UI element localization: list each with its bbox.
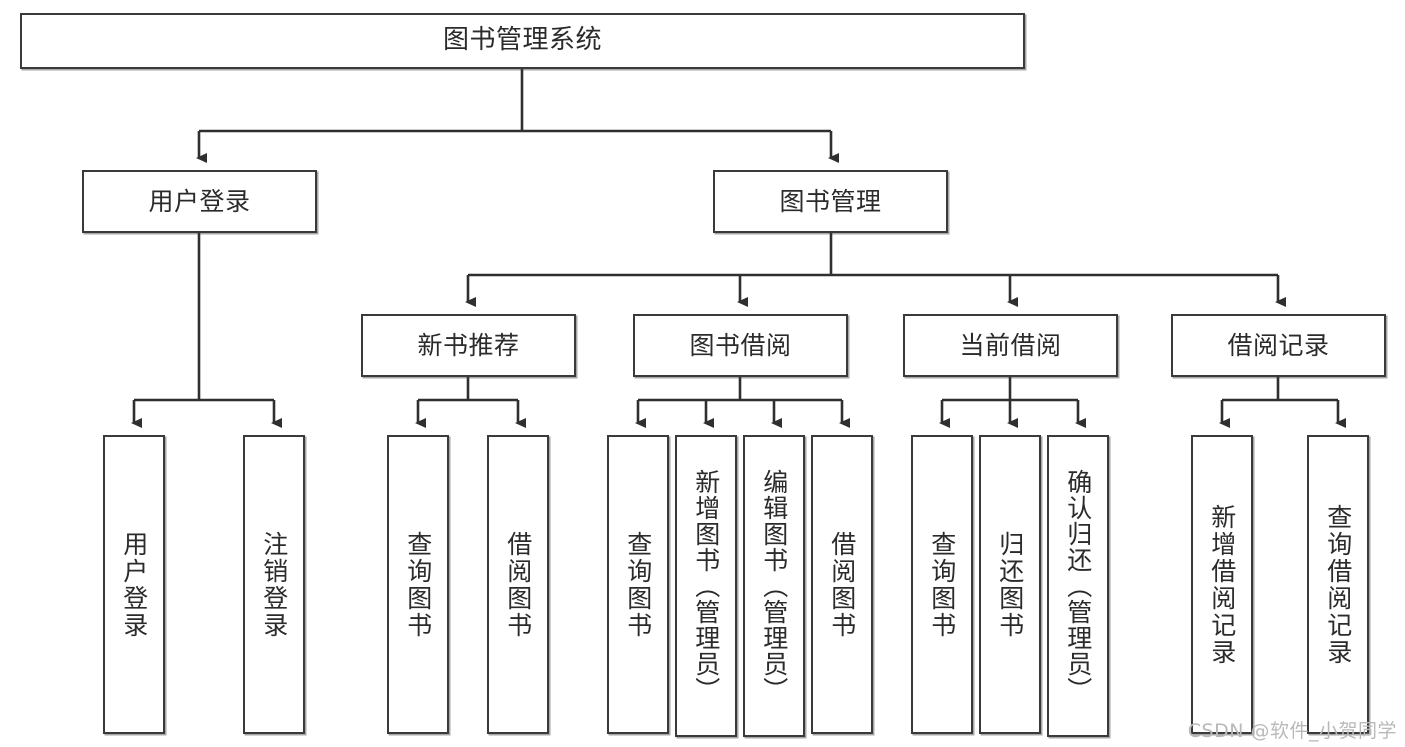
node-label: 图书管理系统 [442, 25, 602, 56]
node-label: 新增借阅记录 [1207, 503, 1237, 666]
leaf-borrow-books-borrow[interactable]: 借阅图书 [811, 435, 873, 734]
node-label: 新书推荐 [417, 330, 520, 360]
leaf-user-login[interactable]: 用户登录 [103, 435, 165, 734]
node-root-book-management-system[interactable]: 图书管理系统 [20, 13, 1025, 69]
node-label: 用户登录 [148, 186, 251, 216]
node-label: 编辑图书（管理员） [759, 469, 789, 703]
node-label: 新增图书（管理员） [691, 469, 721, 703]
node-label: 用户登录 [119, 530, 149, 639]
node-label: 借阅图书 [827, 530, 857, 639]
node-label: 确认归还（管理员） [1063, 469, 1093, 703]
leaf-add-borrow-record[interactable]: 新增借阅记录 [1191, 435, 1253, 734]
leaf-add-book-admin[interactable]: 新增图书（管理员） [675, 435, 737, 737]
node-label: 当前借阅 [959, 330, 1062, 360]
node-label: 归还图书 [995, 530, 1025, 639]
leaf-query-books-newbooks[interactable]: 查询图书 [387, 435, 449, 734]
node-book-management[interactable]: 图书管理 [713, 170, 948, 233]
node-label: 借阅记录 [1227, 330, 1330, 360]
leaf-confirm-return-admin[interactable]: 确认归还（管理员） [1047, 435, 1109, 737]
leaf-return-books[interactable]: 归还图书 [979, 435, 1041, 734]
leaf-query-borrow-record[interactable]: 查询借阅记录 [1307, 435, 1369, 734]
node-label: 图书管理 [779, 186, 882, 216]
node-user-login[interactable]: 用户登录 [82, 170, 317, 233]
node-borrow-records[interactable]: 借阅记录 [1171, 314, 1386, 377]
leaf-edit-book-admin[interactable]: 编辑图书（管理员） [743, 435, 805, 737]
leaf-borrow-books-newbooks[interactable]: 借阅图书 [487, 435, 549, 734]
node-new-book-recommendation[interactable]: 新书推荐 [361, 314, 576, 377]
csdn-watermark: CSDN @软件_小贺同学 [1187, 720, 1397, 742]
node-label: 查询图书 [623, 530, 653, 639]
node-label: 查询借阅记录 [1323, 503, 1353, 666]
node-label: 查询图书 [927, 530, 957, 639]
leaf-query-books-current[interactable]: 查询图书 [911, 435, 973, 734]
node-label: 查询图书 [403, 530, 433, 639]
node-book-borrowing[interactable]: 图书借阅 [633, 314, 848, 377]
leaf-query-books-borrow[interactable]: 查询图书 [607, 435, 669, 734]
leaf-logout[interactable]: 注销登录 [243, 435, 305, 734]
node-label: 借阅图书 [503, 530, 533, 639]
node-label: 注销登录 [259, 530, 289, 639]
node-label: 图书借阅 [689, 330, 792, 360]
node-current-borrowing[interactable]: 当前借阅 [903, 314, 1118, 377]
